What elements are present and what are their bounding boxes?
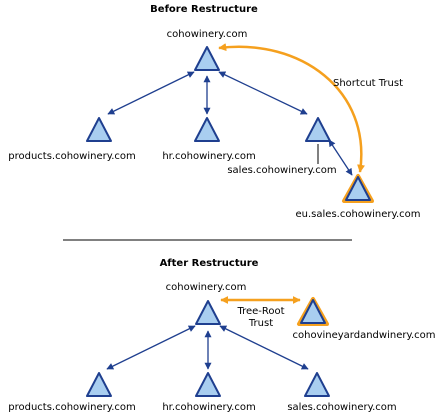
after-products-label: products.cohowinery.com <box>8 402 136 413</box>
triangle-domain-icon <box>86 372 112 397</box>
before-eu-label: eu.sales.cohowinery.com <box>296 209 421 220</box>
triangle-domain-icon <box>304 372 330 397</box>
before-root-label: cohowinery.com <box>167 29 248 40</box>
link-sales-eu <box>328 139 353 176</box>
link-root-sales <box>218 71 308 115</box>
after-new-root-label: cohovineyardandwinery.com <box>293 330 436 341</box>
link-root-products <box>106 325 196 370</box>
link-root-sales <box>219 325 309 370</box>
triangle-domain-icon <box>300 299 326 324</box>
triangle-domain-icon <box>195 300 221 325</box>
triangle-domain-icon <box>305 117 331 142</box>
after-section: After Restructure cohowinery.com Tree-Ro… <box>8 258 435 413</box>
after-root-label: cohowinery.com <box>166 282 247 293</box>
triangle-domain-icon <box>194 46 220 71</box>
triangle-domain-icon <box>194 117 220 142</box>
link-root-products <box>107 71 195 115</box>
before-heading: Before Restructure <box>150 4 258 15</box>
before-sales-label: sales.cohowinery.com <box>227 165 336 176</box>
triangle-domain-icon <box>86 117 112 142</box>
after-sales-label: sales.cohowinery.com <box>287 402 396 413</box>
triangle-domain-icon <box>345 176 371 201</box>
shortcut-trust-label: Shortcut Trust <box>333 78 403 89</box>
before-section: Before Restructure cohowinery.com Shortc… <box>8 4 420 220</box>
before-hr-label: hr.cohowinery.com <box>162 151 255 162</box>
triangle-domain-icon <box>195 372 221 397</box>
before-products-label: products.cohowinery.com <box>8 151 136 162</box>
after-hr-label: hr.cohowinery.com <box>162 402 255 413</box>
after-heading: After Restructure <box>160 258 259 269</box>
shortcut-trust-arrow <box>218 43 365 173</box>
tree-root-trust-label-line2: Trust <box>248 318 273 329</box>
tree-root-trust-label-line1: Tree-Root <box>236 306 284 317</box>
